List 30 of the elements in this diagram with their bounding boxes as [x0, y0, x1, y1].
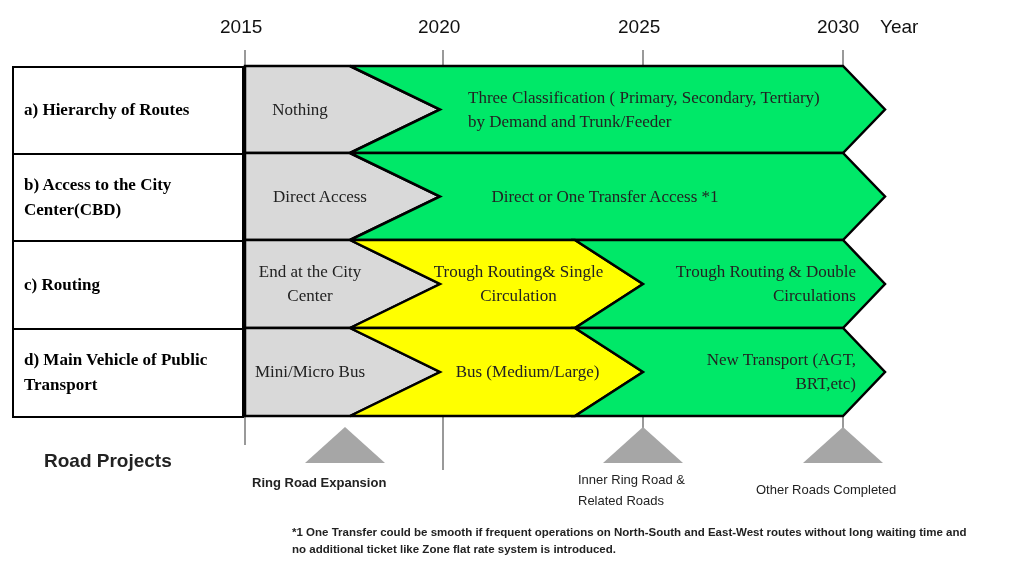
row-header-text: c) Routing	[24, 273, 101, 296]
footnote-text: *1 One Transfer could be smooth if frequent operations on North-South and East-West routes without long waiting time and no additional ticket like Zone flat rate system is introduced.	[292, 525, 968, 557]
year-label: 2025	[618, 16, 661, 38]
row-header-box	[12, 153, 244, 242]
row-header-box	[12, 328, 244, 418]
phase-text: Trough Routing & Double Circulations	[674, 261, 856, 307]
row-header-box	[12, 66, 244, 155]
row-header-text: b) Access to the City Center(CBD)	[24, 173, 173, 221]
chevron-shape	[245, 153, 440, 240]
phase-text: Direct or One Transfer Access *1	[491, 185, 719, 208]
phase-text: End at the City Center	[257, 261, 363, 307]
row-header-box	[12, 240, 244, 330]
row-header-text: a) Hierarchy of Routes	[24, 99, 190, 122]
phase-text: Bus (Medium/Large)	[455, 361, 600, 384]
axis-title: Year	[880, 16, 919, 38]
phase-text: New Transport (AGT, BRT,etc)	[705, 349, 856, 395]
project-label: Ring Road Expansion	[252, 474, 387, 492]
project-label: Other Roads Completed	[756, 481, 897, 499]
phase-text: Mini/Micro Bus	[254, 361, 365, 384]
row-header-text: d) Main Vehicle of Public Transport	[24, 349, 209, 396]
phase-text: Direct Access	[273, 185, 367, 208]
chevron-shape	[245, 66, 440, 153]
year-label: 2030	[817, 16, 860, 38]
project-label: Inner Ring Road & Related Roads	[578, 471, 686, 510]
year-label: 2015	[220, 16, 263, 38]
phase-text: Three Classification ( Primary, Secondary, Tertiary) by Demand and Trunk/Feeder	[468, 86, 821, 133]
phase-text: Trough Routing& Single Circulation	[432, 261, 605, 307]
section-title: Road Projects	[44, 450, 172, 472]
phase-text: Nothing	[272, 98, 328, 121]
year-label: 2020	[418, 16, 461, 38]
